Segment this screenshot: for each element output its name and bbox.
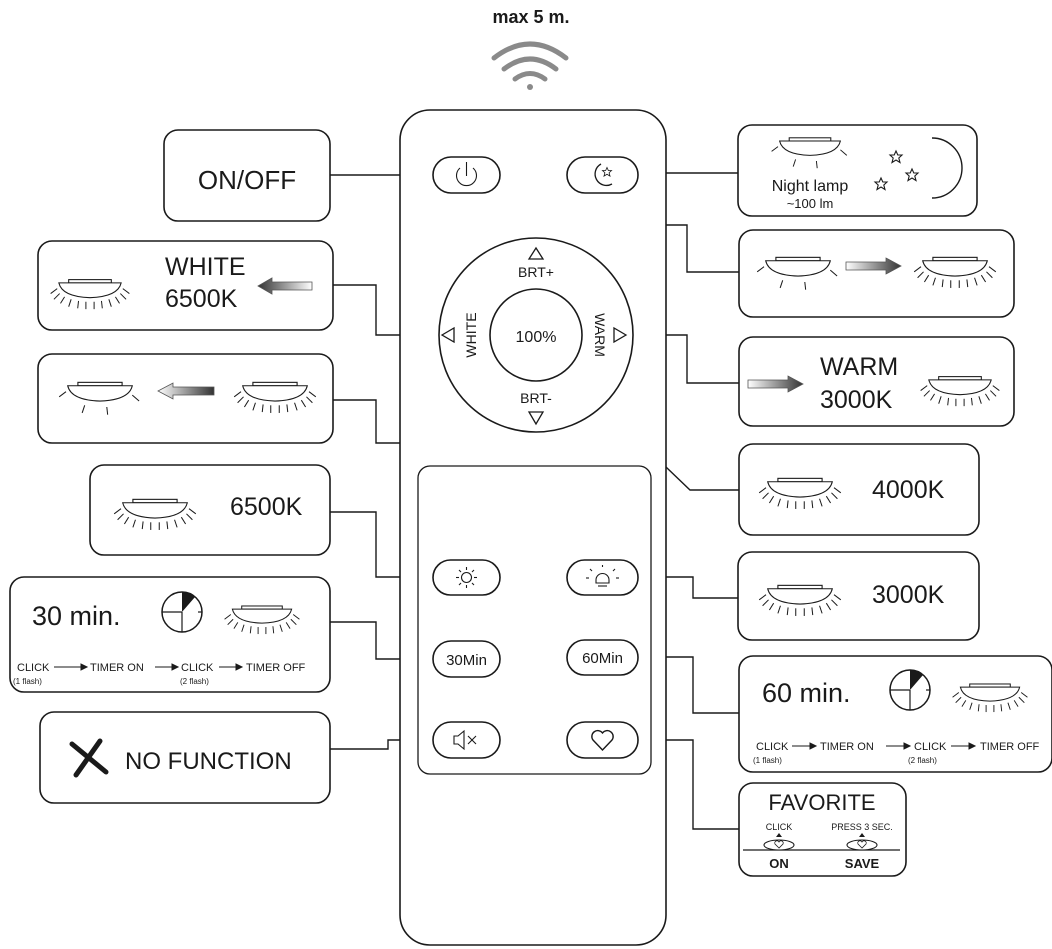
timer-60-button[interactable]: 60Min [566,639,639,676]
fav-press-label: PRESS 3 SEC. [831,822,893,832]
favorite-button[interactable] [566,721,639,759]
favorite-title: FAVORITE [768,790,875,815]
fav-click-label: CLICK [766,822,793,832]
callout-6500k: 6500K [89,464,331,556]
timer30-flash-1: (1 flash) [13,677,42,686]
callout-on-off: ON/OFF [163,129,331,222]
brightness-up-button[interactable]: BRT+ [518,246,554,280]
white-title: WHITE [165,253,246,281]
callout-warm-3000k: WARM 3000K [738,336,1015,427]
white-kelvin: 6500K [165,285,238,313]
fav-save-label: SAVE [845,856,880,871]
k4000-label: 4000K [872,476,945,504]
arrow-left-icon [440,326,455,344]
timer30-flash-2: (2 flash) [180,677,209,686]
clock-icon [889,669,931,711]
timer30-timer-on: TIMER ON [90,662,144,674]
warm-white-button[interactable] [566,559,639,596]
timer60-flash-1: (1 flash) [753,756,782,765]
callout-4000k: 4000K [738,443,980,536]
timer60-timer-on: TIMER ON [820,741,874,753]
timer30-click-2: CLICK [181,662,214,674]
fav-button-save-icon [846,833,878,851]
wireless-signal-icon [491,41,569,90]
night-lamp-button[interactable] [566,156,639,194]
warm-button[interactable]: WARM [592,313,628,357]
callout-brightness-down [37,353,334,444]
dpad-down-label: BRT- [520,390,552,406]
arrow-right-gradient-icon [845,257,902,275]
timer60-arrows [792,742,977,750]
warm-kelvin: 3000K [820,386,893,414]
arrow-up-icon [527,246,545,260]
bulb-icon [586,565,619,587]
callout-white-6500k: WHITE 6500K [37,240,334,331]
white-button[interactable]: WHITE [440,312,479,358]
night-lamp-lm: ~100 lm [787,196,834,211]
timer60-flash-2: (2 flash) [908,756,937,765]
callout-timer-60: 60 min. CLICK TIMER ON CLICK TIMER OFF (… [738,655,1052,773]
arrow-right-gradient-icon [747,375,804,393]
timer30-arrows [54,663,244,671]
timer30-timer-off: TIMER OFF [246,662,306,674]
dpad-right-label: WARM [592,313,608,357]
on-off-label: ON/OFF [198,165,296,195]
brightness-down-button[interactable]: BRT- [520,390,552,426]
callout-favorite: FAVORITE CLICK PRESS 3 SEC. ON SAVE [738,782,907,877]
timer-60-label: 60Min [582,650,623,667]
arrow-down-icon [527,411,545,426]
callout-timer-30: 30 min. CLICK TIMER ON CLICK TIMER OFF (… [9,576,331,693]
sun-icon [456,567,477,588]
callout-night-lamp: Night lamp ~100 lm [737,124,978,217]
k3000-label: 3000K [872,581,945,609]
callout-3000k: 3000K [737,551,980,641]
timer30-click-1: CLICK [17,662,50,674]
night-lamp-label: Night lamp [772,178,849,195]
direction-pad: 100% BRT+ BRT- WHITE WARM [438,237,634,433]
timer60-click-2: CLICK [914,741,947,753]
mute-button[interactable] [432,721,501,759]
dpad-up-label: BRT+ [518,264,554,280]
heart-icon [591,729,614,752]
power-icon [455,162,478,187]
timer60-timer-off: TIMER OFF [980,741,1040,753]
callout-no-function: NO FUNCTION [39,711,331,804]
k6500-label: 6500K [230,493,303,521]
warm-title: WARM [820,353,898,381]
moon-star-icon [594,163,613,187]
arrow-right-icon [613,326,628,344]
timer-30-button[interactable]: 30Min [432,640,501,678]
cross-icon [69,738,109,778]
timer30-label: 30 min. [32,601,121,631]
arrow-left-gradient-icon [257,277,313,295]
callout-brightness-up [738,229,1015,318]
timer-30-label: 30Min [446,652,487,669]
fav-on-label: ON [769,856,789,871]
dpad-center-label: 100% [516,329,557,346]
timer60-click-1: CLICK [756,741,789,753]
power-button[interactable] [432,156,501,194]
fav-button-on-icon [763,833,795,851]
cool-white-button[interactable] [432,559,501,596]
button-panel [417,465,652,775]
clock-icon [161,591,203,633]
dpad-left-label: WHITE [463,312,479,357]
range-label: max 5 m. [492,7,569,27]
moon-icon [931,137,963,199]
arrow-left-gradient-icon [157,382,215,400]
timer60-label: 60 min. [762,678,851,708]
mute-speaker-icon [453,729,477,751]
brightness-100-button[interactable] [489,288,583,382]
no-function-label: NO FUNCTION [125,748,292,775]
